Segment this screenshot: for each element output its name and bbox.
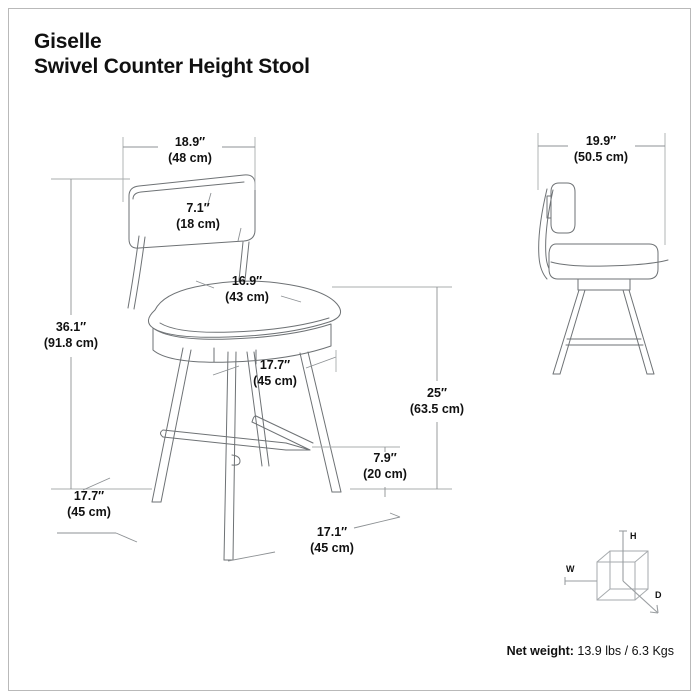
back-post-left — [127, 235, 140, 309]
side-leg-left-outer — [552, 289, 580, 375]
dim-seat-depth-right — [305, 356, 337, 369]
side-view-dimensions: 19.9″ (50.5 cm) — [537, 133, 666, 245]
dim-base-depth-metric: (45 cm) — [67, 505, 111, 519]
dim-seat-depth-metric: (45 cm) — [253, 374, 297, 388]
dim-overall-height-metric: (91.8 cm) — [44, 336, 98, 350]
net-weight-label: Net weight: — [506, 644, 574, 658]
footrest-left-bar — [162, 429, 287, 444]
dim-base-width-inches: 17.1″ — [317, 525, 347, 539]
dim-overall-width-inches: 18.9″ — [175, 135, 205, 149]
backrest — [128, 174, 256, 249]
swivel-plate — [213, 347, 257, 365]
legend-depth-arrow-b — [656, 604, 659, 614]
side-backrest — [550, 182, 576, 234]
side-back-post-outer — [538, 188, 548, 280]
dim-backrest-bot — [237, 227, 242, 242]
dim-base-depth-upper — [82, 477, 111, 491]
dim-base-width-arrowhead — [389, 512, 401, 518]
side-seat-crease — [550, 259, 669, 267]
leg-center-outer — [223, 351, 229, 561]
leg-rear-inner — [253, 351, 270, 467]
net-weight-value: 13.9 lbs / 6.3 Kgs — [577, 644, 674, 658]
dim-seat-width-right — [280, 295, 302, 303]
dim-side-width-inches: 19.9″ — [586, 134, 616, 148]
side-view-stool — [538, 182, 669, 375]
seat-crease — [159, 317, 330, 333]
side-leg-right-inner — [622, 289, 648, 375]
dim-base-width-metric: (45 cm) — [310, 541, 354, 555]
dim-backrest-metric: (18 cm) — [176, 217, 220, 231]
dim-seat-depth-left — [212, 365, 240, 376]
legend-cube-front-face — [596, 561, 636, 601]
legend-cube-back-face — [609, 550, 649, 590]
net-weight: Net weight: 13.9 lbs / 6.3 Kgs — [507, 644, 674, 658]
dim-footrest-inches: 7.9″ — [373, 451, 396, 465]
footrest-right-bar — [255, 415, 314, 444]
leg-front-right-outer — [307, 351, 342, 493]
dim-base-width-left — [227, 551, 276, 562]
dim-base-width-right — [353, 516, 401, 529]
leg-center-inner — [232, 351, 237, 561]
dim-base-depth-inches: 17.7″ — [74, 489, 104, 503]
legend-cube-edge-tl — [596, 550, 611, 563]
dim-seat-width-inches: 16.9″ — [232, 274, 262, 288]
dim-footrest-metric: (20 cm) — [363, 467, 407, 481]
product-name: Giselle — [34, 30, 102, 53]
dim-seat-height-inches: 25″ — [427, 386, 447, 400]
leg-front-right-inner — [299, 352, 333, 493]
leg-front-left-inner — [160, 349, 192, 503]
legend-cube-edge-br — [634, 588, 649, 601]
side-swivel-plate — [577, 278, 631, 291]
seat-top — [148, 280, 342, 338]
back-post-left-inner — [133, 236, 146, 310]
legend-height-label: H — [630, 531, 637, 541]
legend-width-label: W — [566, 564, 575, 574]
seat-side — [152, 323, 332, 363]
footrest-joint — [285, 442, 311, 451]
footrest-left-bar-b — [162, 436, 287, 451]
dim-side-width-metric: (50.5 cm) — [574, 150, 628, 164]
footrest-right-cap — [251, 415, 257, 423]
page-title: Giselle Swivel Counter Height Stool — [34, 30, 310, 80]
dim-backrest-top — [206, 192, 212, 208]
footrest-left-cap — [160, 429, 164, 438]
footrest-right-bar-b — [251, 421, 311, 451]
side-leg-right-outer — [628, 289, 655, 375]
product-subtitle: Swivel Counter Height Stool — [34, 54, 310, 78]
front-view-dimensions: 18.9″ (48 cm) 7.1″ (18 cm) 16.9″ (43 cm)… — [44, 135, 464, 562]
side-leg-left-inner — [559, 289, 586, 375]
leg-front-left-outer — [151, 347, 184, 503]
dim-seat-width-left — [195, 280, 215, 289]
legend-cube-edge-bl — [596, 588, 611, 601]
dim-seat-height-metric: (63.5 cm) — [410, 402, 464, 416]
dim-seat-width-metric: (43 cm) — [225, 290, 269, 304]
dimension-legend: W H D — [564, 530, 662, 614]
legend-depth-arrow-a — [649, 611, 659, 614]
dim-overall-height-inches: 36.1″ — [56, 320, 86, 334]
dim-backrest-inches: 7.1″ — [186, 201, 209, 215]
dim-seat-depth-inches: 17.7″ — [260, 358, 290, 372]
dim-overall-width-metric: (48 cm) — [168, 151, 212, 165]
front-view-stool — [127, 174, 342, 561]
legend-depth-label: D — [655, 590, 662, 600]
side-seat — [548, 243, 659, 280]
dim-base-depth-arrow — [115, 532, 138, 543]
side-backrest-tab — [546, 195, 552, 219]
backrest-inner-edge — [132, 181, 245, 200]
legend-cube-edge-tr — [634, 550, 649, 563]
footrest-center-clip — [231, 454, 241, 466]
legend-depth-axis — [622, 580, 659, 614]
